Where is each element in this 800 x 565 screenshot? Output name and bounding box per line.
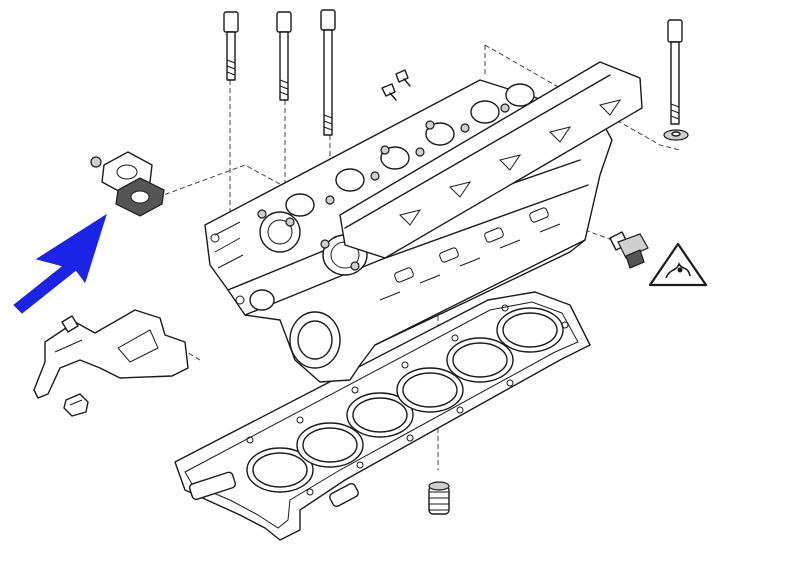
head-gasket [174, 291, 591, 541]
valve-stem-seal [428, 481, 450, 515]
coolant-temperature-sensor [609, 231, 649, 269]
arrow-icon [13, 213, 107, 314]
bracket [33, 309, 189, 399]
hot-surface-warning-icon [648, 242, 708, 287]
head-bolt [320, 9, 336, 136]
screw [63, 393, 89, 417]
plate-gasket [115, 177, 165, 217]
head-bolt [276, 11, 292, 101]
head-bolt [667, 19, 683, 125]
cylinder-head [204, 61, 643, 383]
head-bolt [223, 11, 239, 81]
washer [663, 129, 689, 141]
screw [381, 69, 411, 101]
